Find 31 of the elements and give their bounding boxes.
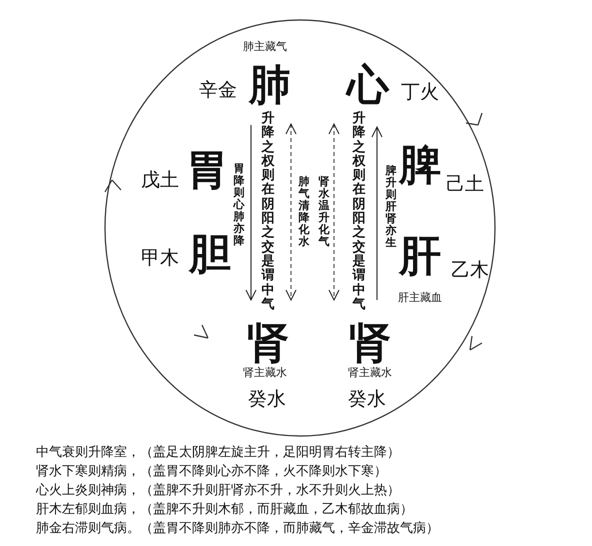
organ-character: 胆 [189, 233, 231, 275]
organ-character: 心 [347, 64, 389, 106]
vertical-note: 胃降则心肺亦降 [233, 162, 245, 248]
element-label: 丁火 [401, 82, 439, 102]
organ-note: 肾主藏水 [348, 366, 392, 378]
organ-character: 肝 [399, 235, 441, 277]
note-line: 中气衰则升降室，（盖足太阴脾左旋主升，足阳明胃右转主降） [36, 446, 400, 458]
element-label: 癸水 [248, 390, 286, 408]
note-line: 肝木左郁则血病，（盖脾不升则木郁，而肝藏血，乙木郁故血病） [36, 502, 413, 516]
note-line: 肾水下寒则精病，（盖胃不降则心亦不降，火不降则水下寒） [36, 464, 387, 478]
vertical-note: 肾水温升化气 [318, 176, 330, 248]
element-label: 乙木 [451, 260, 489, 280]
note-line: 心火上炎则神病，（盖脾不升则肝肾亦不升，水不升则火上热） [36, 484, 400, 496]
organ-character: 肺 [249, 64, 291, 106]
organ-note: 肝主藏血 [398, 292, 442, 302]
organ-character: 胃 [186, 149, 228, 191]
vertical-note: 升降之权则在阴阳之交是谓中气 [352, 112, 366, 312]
vertical-note: 肺气清降化水 [298, 176, 310, 248]
element-label: 辛金 [199, 80, 237, 100]
vertical-note: 升降之权则在阴阳之交是谓中气 [261, 112, 275, 312]
organ-character: 脾 [399, 144, 441, 186]
organ-character: 肾 [349, 322, 391, 364]
element-label: 戊土 [141, 170, 179, 190]
organ-character: 肾 [247, 322, 289, 364]
organ-note: 肺主藏气 [243, 40, 287, 52]
element-label: 己土 [446, 174, 484, 194]
element-label: 甲木 [141, 248, 179, 268]
organ-note: 肾主藏水 [243, 366, 287, 378]
note-line: 肺金右滞则气病。（盖胃不降则肺亦不降，而肺藏气，辛金滞故气病） [36, 522, 439, 534]
element-label: 癸水 [348, 390, 386, 408]
vertical-note: 脾升则肝肾亦生 [385, 164, 397, 250]
